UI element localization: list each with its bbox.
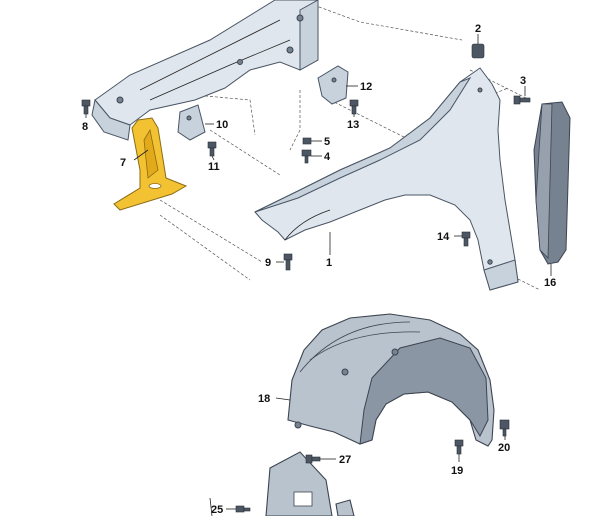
fastener-8 [81,99,91,115]
callout-labels: 8 7 10 11 12 13 5 4 2 3 14 9 1 16 18 20 … [82,23,556,516]
fastener-14 [461,231,471,247]
fastener-11 [207,141,217,157]
fastener-3 [513,95,531,105]
bracket-part-7 [113,117,188,211]
callout-9: 9 [265,257,271,269]
fastener-4 [301,149,312,164]
callout-11: 11 [208,161,220,173]
callout-16: 16 [544,277,556,289]
callout-4: 4 [324,151,331,163]
callout-10: 10 [216,119,228,131]
callout-12: 12 [360,81,372,93]
fastener-20 [499,419,510,437]
callout-3: 3 [520,75,526,87]
fender-part-1 [254,67,519,291]
callout-19: 19 [451,465,463,477]
callout-27: 27 [339,454,351,466]
fastener-13 [349,99,359,115]
callout-2: 2 [475,23,481,35]
bracket-part-10 [177,104,206,141]
fasteners [81,43,531,513]
callout-20: 20 [498,442,510,454]
callout-18: 18 [258,393,270,405]
fastener-25 [235,505,251,513]
callout-13: 13 [347,119,359,131]
fastener-9 [283,253,293,271]
leader-lines [85,34,552,516]
lower-liner-section [265,451,355,516]
fastener-2 [471,43,485,59]
callout-8: 8 [82,121,88,133]
bracket-part-12 [317,65,349,105]
wheel-arch-liner-part-18 [287,313,495,447]
callout-14: 14 [437,231,450,243]
side-trim-part-16 [533,101,571,265]
fastener-27 [305,454,321,464]
fastener-19 [454,439,464,455]
callout-7: 7 [120,157,126,169]
body-frame-rail [91,0,319,141]
callout-25: 25 [211,504,223,516]
fastener-5 [302,137,312,145]
callout-5: 5 [324,136,330,148]
callout-1: 1 [326,257,332,269]
